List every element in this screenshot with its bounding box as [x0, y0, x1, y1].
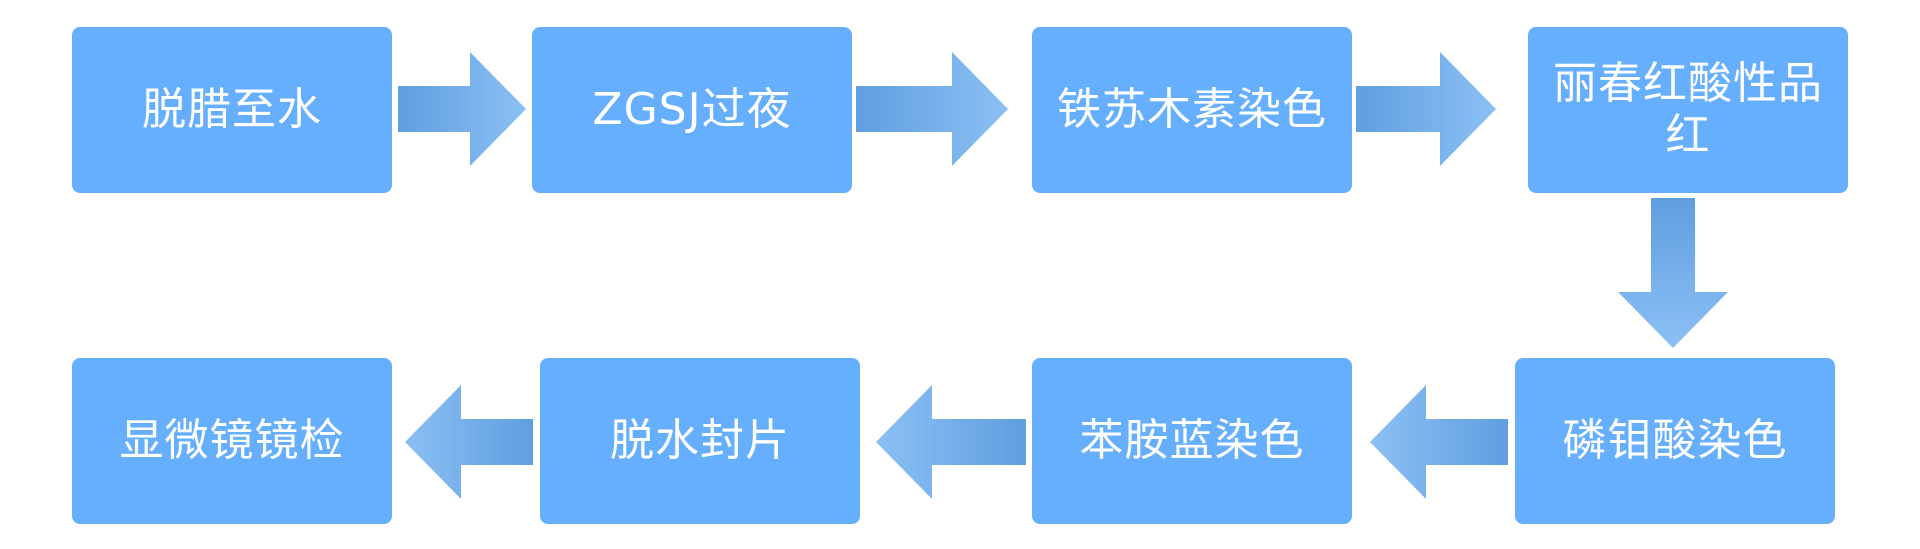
- step-box-aniline-blue: 苯胺蓝染色: [1032, 358, 1352, 524]
- step-box-microscope-exam: 显微镜镜检: [72, 358, 392, 524]
- step-label: 铁苏木素染色: [1057, 84, 1327, 135]
- step-box-phosphomolybdic-acid: 磷钼酸染色: [1515, 358, 1835, 524]
- step-label: 丽春红酸性品红: [1553, 58, 1823, 161]
- step-label: 苯胺蓝染色: [1079, 415, 1305, 466]
- arrow-down-icon: [1618, 198, 1728, 348]
- step-label: 脱腊至水: [142, 84, 322, 135]
- arrow-right-icon: [856, 52, 1008, 166]
- step-label: 脱水封片: [610, 415, 790, 466]
- step-label: 磷钼酸染色: [1562, 415, 1788, 466]
- step-label: ZGSJ过夜: [592, 84, 792, 135]
- step-box-zgsj-overnight: ZGSJ过夜: [532, 27, 852, 193]
- step-box-dewax-to-water: 脱腊至水: [72, 27, 392, 193]
- step-box-dehydrate-mount: 脱水封片: [540, 358, 860, 524]
- arrow-right-icon: [1356, 52, 1496, 166]
- arrow-left-icon: [405, 385, 533, 499]
- step-box-iron-hematoxylin: 铁苏木素染色: [1032, 27, 1352, 193]
- arrow-right-icon: [398, 52, 526, 166]
- step-label: 显微镜镜检: [119, 415, 345, 466]
- step-box-ponceau-acid-fuchsin: 丽春红酸性品红: [1528, 27, 1848, 193]
- arrow-left-icon: [1370, 385, 1508, 499]
- arrow-left-icon: [876, 385, 1026, 499]
